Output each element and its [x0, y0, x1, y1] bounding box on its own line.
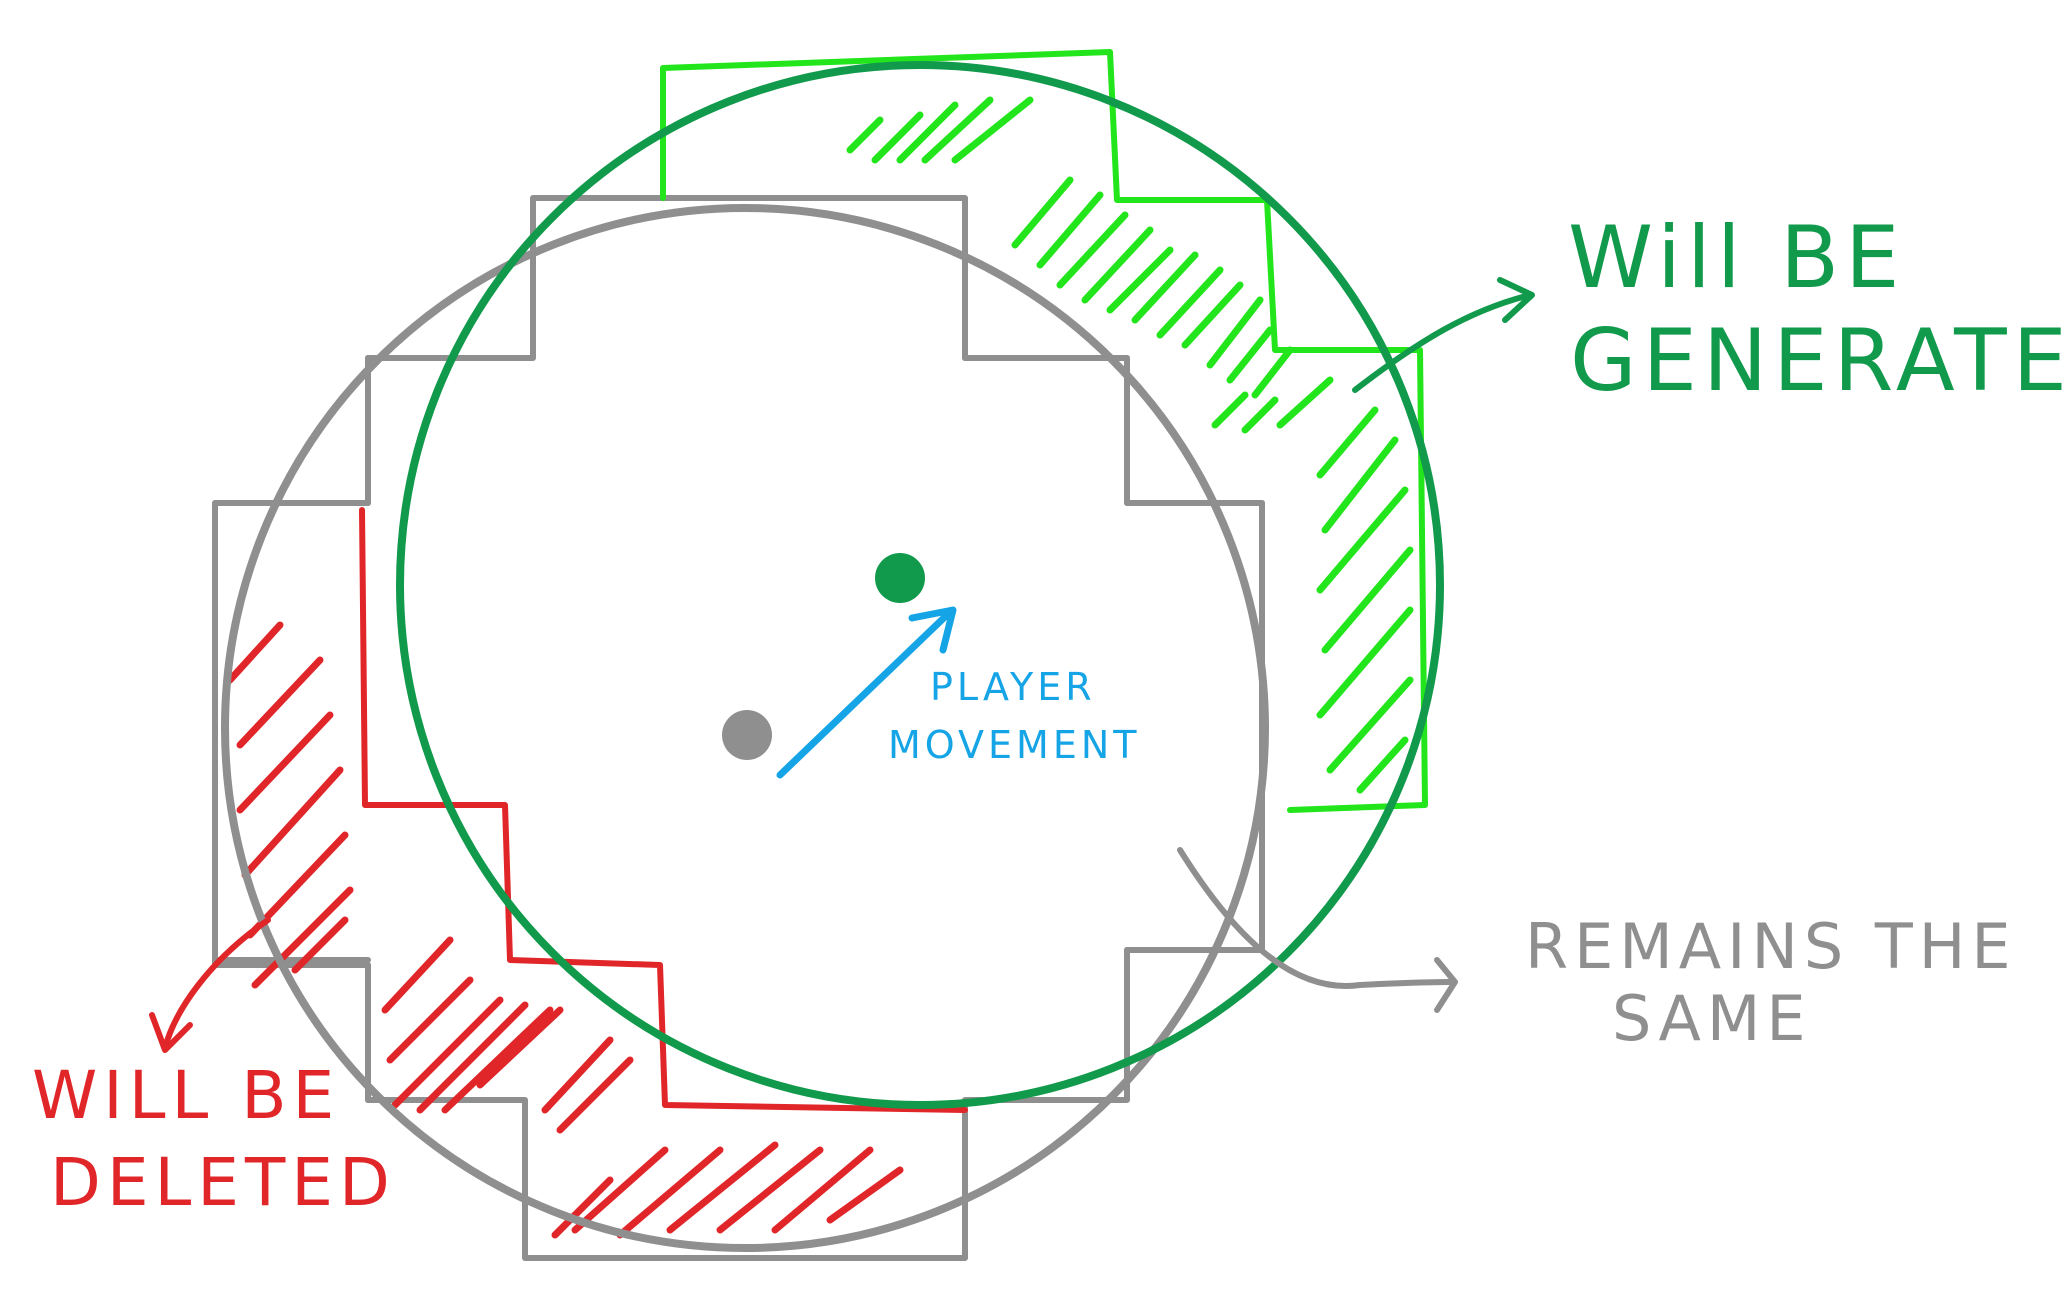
deleted-region — [359, 507, 968, 1113]
hatch-stroke — [386, 976, 474, 1064]
hatch-stroke — [1321, 436, 1399, 534]
hatch-stroke — [236, 711, 334, 814]
hatch-stroke — [1081, 226, 1154, 304]
generated-hatching — [846, 96, 1414, 794]
hatch-stroke — [476, 1006, 564, 1089]
hatch-stroke — [441, 1006, 554, 1114]
hatch-stroke — [1251, 346, 1294, 399]
hatch-stroke — [1131, 251, 1199, 324]
same-label-line2: SAME — [1612, 982, 1812, 1055]
hatch-stroke — [951, 96, 1034, 164]
same-label: REMAINS THE SAME — [1525, 910, 2017, 1055]
hatch-stroke — [1206, 296, 1264, 369]
hatch-stroke — [1276, 376, 1334, 429]
hatch-stroke — [1241, 396, 1279, 434]
hatch-stroke — [551, 1176, 614, 1239]
hatch-stroke — [381, 936, 454, 1014]
old-player-dot — [722, 710, 772, 760]
hatch-stroke — [1011, 176, 1074, 249]
hatch-stroke — [1156, 266, 1224, 339]
deleted-hatching — [226, 621, 904, 1239]
deleted-region-outline — [359, 507, 968, 1113]
hatch-stroke — [846, 116, 884, 154]
hatch-stroke — [1326, 676, 1414, 774]
generated-label-line2: GENERATED — [1570, 311, 2064, 411]
hatch-stroke — [616, 1146, 724, 1239]
same-callout-arrow — [1177, 847, 1458, 1013]
hatch-stroke — [1036, 191, 1104, 269]
hatch-stroke — [1316, 606, 1414, 719]
hatch-stroke — [771, 1146, 874, 1234]
hatch-stroke — [416, 1001, 529, 1114]
old-grid-inner-left — [212, 355, 371, 1103]
hatch-stroke — [226, 621, 284, 684]
hatch-stroke — [1056, 211, 1129, 289]
new-view-circle — [396, 61, 1444, 1109]
deleted-label-line2: DELETED — [50, 1144, 396, 1221]
old-grid-outline — [212, 195, 1265, 1261]
hatch-stroke — [571, 1146, 669, 1234]
hatch-stroke — [1356, 736, 1409, 794]
hatch-stroke — [241, 766, 344, 879]
hatch-stroke — [1321, 546, 1414, 654]
hatch-stroke — [1106, 246, 1174, 314]
hatch-stroke — [541, 1036, 614, 1114]
hatch-stroke — [716, 1146, 824, 1234]
hatch-stroke — [236, 656, 324, 749]
movement-label-line1: PLAYER — [930, 665, 1096, 709]
hatch-stroke — [896, 101, 959, 164]
hatch-stroke — [1316, 406, 1379, 479]
generated-label-line1: Will BE — [1568, 208, 1906, 308]
movement-arrow — [776, 606, 957, 779]
hatch-stroke — [921, 96, 994, 164]
hatch-stroke — [556, 1056, 634, 1134]
hatch-stroke — [1181, 281, 1244, 349]
hatch-stroke — [666, 1141, 779, 1234]
old-chunk-grid — [212, 195, 1265, 1261]
hatch-stroke — [1226, 326, 1274, 384]
same-label-line1: REMAINS THE — [1525, 910, 2017, 983]
old-grid-inner-right — [962, 355, 1265, 953]
generated-label: Will BE GENERATED — [1568, 208, 2064, 411]
hatch-stroke — [1211, 391, 1249, 429]
hatch-stroke — [871, 111, 924, 164]
old-view-circle — [221, 204, 1269, 1252]
hatch-stroke — [1316, 486, 1409, 594]
movement-label-line2: MOVEMENT — [888, 723, 1140, 767]
deleted-label-line1: WILL BE — [32, 1057, 340, 1134]
new-player-dot — [875, 553, 925, 603]
hatch-stroke — [826, 1166, 904, 1224]
deleted-label: WILL BE DELETED — [32, 1057, 396, 1221]
deleted-callout-arrow — [149, 917, 271, 1053]
hatch-stroke — [291, 916, 349, 974]
hatch-stroke — [391, 996, 504, 1109]
hatch-stroke — [251, 886, 354, 989]
generated-callout-arrow — [1352, 277, 1535, 393]
movement-label: PLAYER MOVEMENT — [888, 665, 1140, 767]
